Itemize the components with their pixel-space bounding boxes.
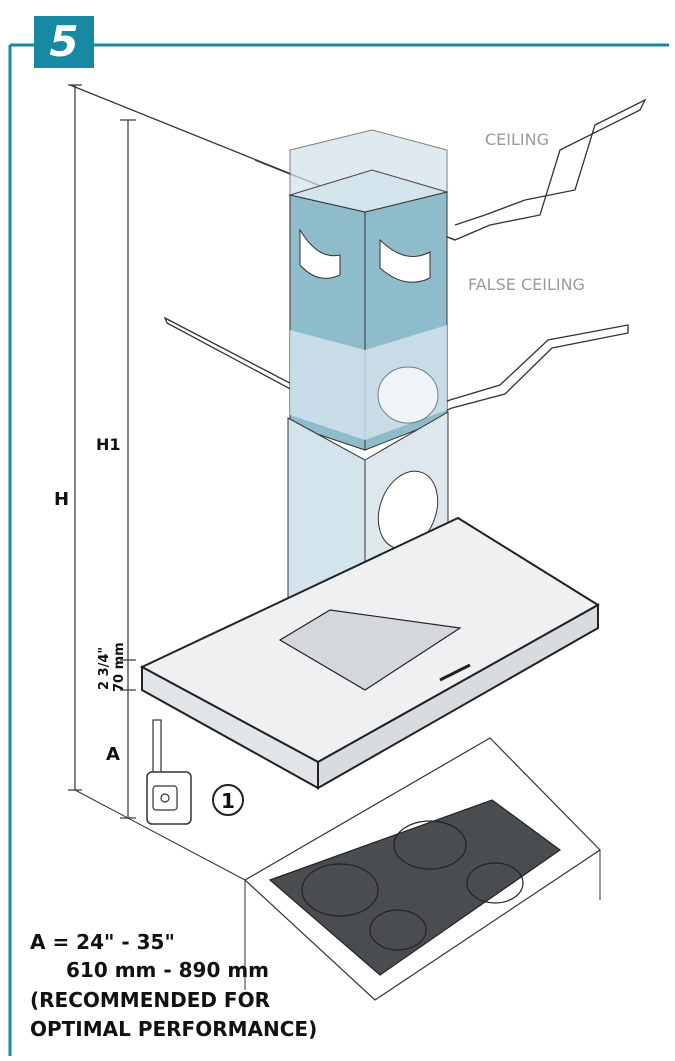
note-line-3: (RECOMMENDED FOR [30, 988, 270, 1012]
dim-h1-label: H1 [96, 435, 121, 454]
gap-mm-label: 70 mm [112, 642, 127, 692]
dimension-lines [68, 84, 136, 819]
false-ceiling-label: FALSE CEILING [468, 275, 585, 294]
step-number-badge: 5 [34, 16, 94, 68]
callout-marker: 1 [212, 784, 244, 816]
ceiling-line [69, 84, 647, 241]
dim-h-label: H [54, 489, 69, 510]
dim-a-label: A [106, 744, 120, 765]
callout-number: 1 [221, 789, 235, 813]
hood-body [139, 516, 600, 790]
upper-duct [288, 129, 449, 451]
note-line-4: OPTIMAL PERFORMANCE) [30, 1017, 318, 1041]
note-line-2: 610 mm - 890 mm [66, 958, 270, 982]
cooktop [74, 737, 601, 1001]
tape-measure-icon [146, 719, 192, 825]
note-line-1: A = 24" - 35" [30, 930, 175, 954]
ceiling-label: CEILING [485, 130, 549, 149]
gap-inch-label: 2 3/4" [97, 647, 112, 690]
